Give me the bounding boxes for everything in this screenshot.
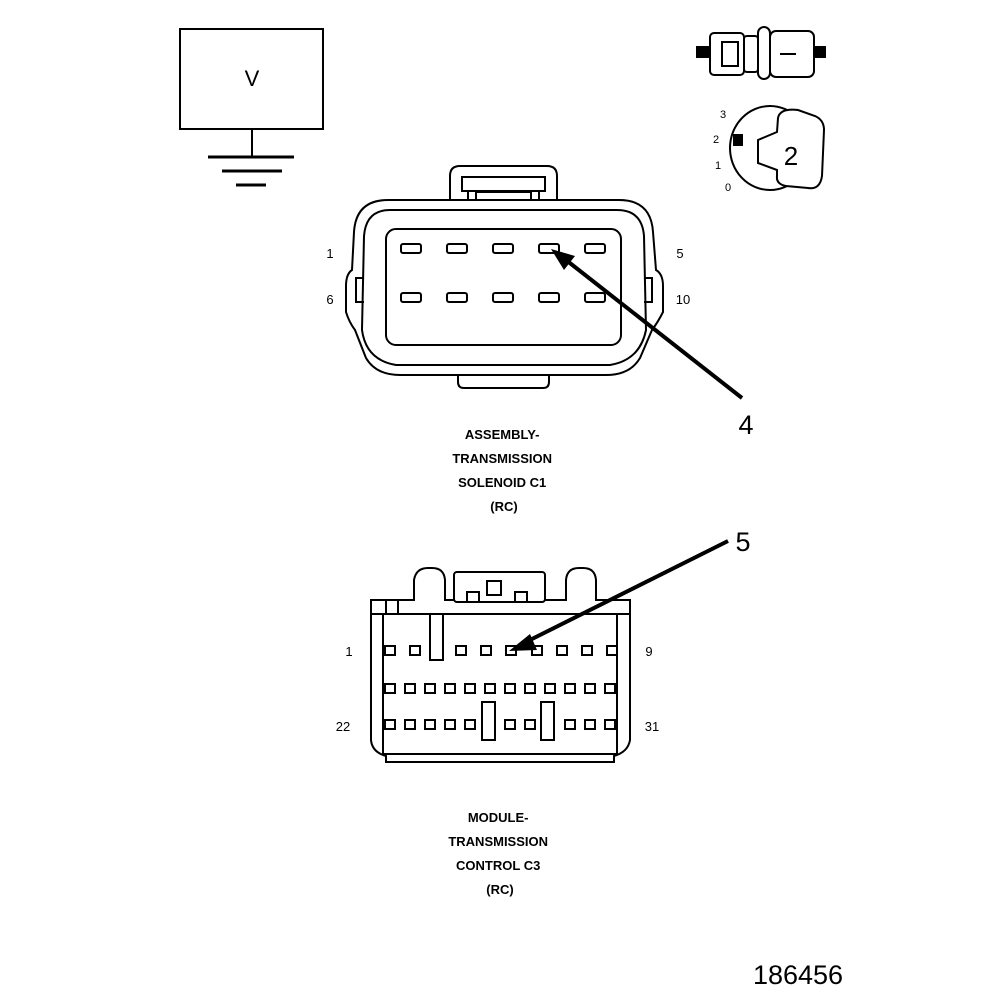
c3-pin bbox=[444, 683, 456, 694]
c3-pin bbox=[584, 719, 596, 730]
c3-pin bbox=[524, 719, 536, 730]
ground-icon bbox=[208, 155, 294, 187]
c1-pin bbox=[538, 292, 560, 303]
c3-pin bbox=[504, 719, 516, 730]
c3-caption-line: CONTROL C3 bbox=[456, 858, 540, 873]
c1-pin bbox=[400, 292, 422, 303]
c1-pin-label-bottom-right: 10 bbox=[676, 292, 690, 307]
c3-key-rib bbox=[540, 701, 555, 741]
c3-caption-line: TRANSMISSION bbox=[448, 834, 548, 849]
test-probe-icon bbox=[696, 26, 826, 80]
c3-caption-line: MODULE- bbox=[468, 810, 529, 825]
c1-caption: ASSEMBLY- TRANSMISSION SOLENOID C1 (RC) bbox=[452, 427, 555, 514]
c3-pin bbox=[524, 683, 536, 694]
switch-selected-value: 2 bbox=[784, 141, 798, 171]
switch-position-1: 1 bbox=[715, 160, 721, 172]
switch-position-2: 2 bbox=[713, 134, 719, 146]
c3-pin bbox=[424, 719, 436, 730]
c3-pin bbox=[404, 683, 416, 694]
c3-pin bbox=[504, 683, 516, 694]
c1-callout-arrow bbox=[551, 249, 744, 400]
c1-caption-line: ASSEMBLY- bbox=[465, 427, 540, 442]
switch-position-0: 0 bbox=[725, 182, 731, 194]
c3-caption-line: (RC) bbox=[486, 882, 513, 897]
figure-number: 186456 bbox=[753, 960, 843, 990]
knob-pointer bbox=[733, 134, 743, 146]
c3-pin bbox=[464, 683, 476, 694]
c3-pin bbox=[584, 683, 596, 694]
c3-pin bbox=[606, 645, 618, 656]
c3-pin bbox=[556, 645, 568, 656]
c3-pin bbox=[581, 645, 593, 656]
c3-pin bbox=[564, 719, 576, 730]
c3-key-rib bbox=[429, 613, 444, 661]
c1-pin bbox=[492, 243, 514, 254]
c1-pin-label-bottom-left: 6 bbox=[326, 292, 333, 307]
knob-cap bbox=[757, 108, 826, 190]
c3-pin-field bbox=[384, 645, 618, 730]
c3-key-rib bbox=[481, 701, 496, 741]
c3-pin bbox=[455, 645, 467, 656]
c3-pin bbox=[384, 719, 396, 730]
c3-pin bbox=[544, 683, 556, 694]
c3-callout-number: 5 bbox=[735, 527, 750, 557]
c1-caption-line: TRANSMISSION bbox=[452, 451, 552, 466]
c3-pin-label-bottom-left: 22 bbox=[336, 719, 350, 734]
c1-pin-label-top-left: 1 bbox=[326, 246, 333, 261]
connector-c3: 1 9 22 31 5 MODULE- TRANSMISSION CONTROL… bbox=[336, 527, 751, 897]
switch-position-3: 3 bbox=[720, 109, 726, 121]
c3-pin bbox=[384, 645, 396, 656]
c3-pin bbox=[444, 719, 456, 730]
c3-pin bbox=[464, 719, 476, 730]
c1-pin bbox=[446, 292, 468, 303]
c1-pin bbox=[584, 243, 606, 254]
c3-pin bbox=[484, 683, 496, 694]
c3-pin bbox=[424, 683, 436, 694]
c1-callout-number: 4 bbox=[738, 410, 753, 440]
voltmeter-label: V bbox=[245, 66, 260, 91]
c3-pin bbox=[604, 683, 616, 694]
c1-pin bbox=[400, 243, 422, 254]
connector-c1: 1 5 6 10 4 ASSEMBLY- TRANSMISSION SOLENO… bbox=[326, 165, 754, 514]
c3-pin bbox=[604, 719, 616, 730]
c3-pin bbox=[404, 719, 416, 730]
c3-pin bbox=[409, 645, 421, 656]
c1-caption-line: (RC) bbox=[490, 499, 517, 514]
c3-pin bbox=[564, 683, 576, 694]
c3-pin bbox=[480, 645, 492, 656]
voltmeter-box bbox=[179, 28, 324, 130]
c1-pin-label-top-right: 5 bbox=[676, 246, 683, 261]
c3-pin bbox=[531, 645, 543, 656]
c1-pin bbox=[446, 243, 468, 254]
c3-pin-label-top-left: 1 bbox=[345, 644, 352, 659]
c3-caption: MODULE- TRANSMISSION CONTROL C3 (RC) bbox=[448, 810, 551, 897]
c1-caption-line: SOLENOID C1 bbox=[458, 475, 546, 490]
c1-pin bbox=[492, 292, 514, 303]
c1-pin-row-1 bbox=[400, 243, 606, 254]
c1-pin bbox=[584, 292, 606, 303]
c3-pin-label-bottom-right: 31 bbox=[645, 719, 659, 734]
range-switch-icon: 3 2 1 0 2 bbox=[713, 105, 826, 194]
c3-pin-label-top-right: 9 bbox=[645, 644, 652, 659]
c3-pin bbox=[384, 683, 396, 694]
c1-pin-row-2 bbox=[400, 292, 606, 303]
c3-callout-arrow bbox=[509, 539, 729, 651]
voltmeter-symbol: V bbox=[179, 28, 324, 187]
